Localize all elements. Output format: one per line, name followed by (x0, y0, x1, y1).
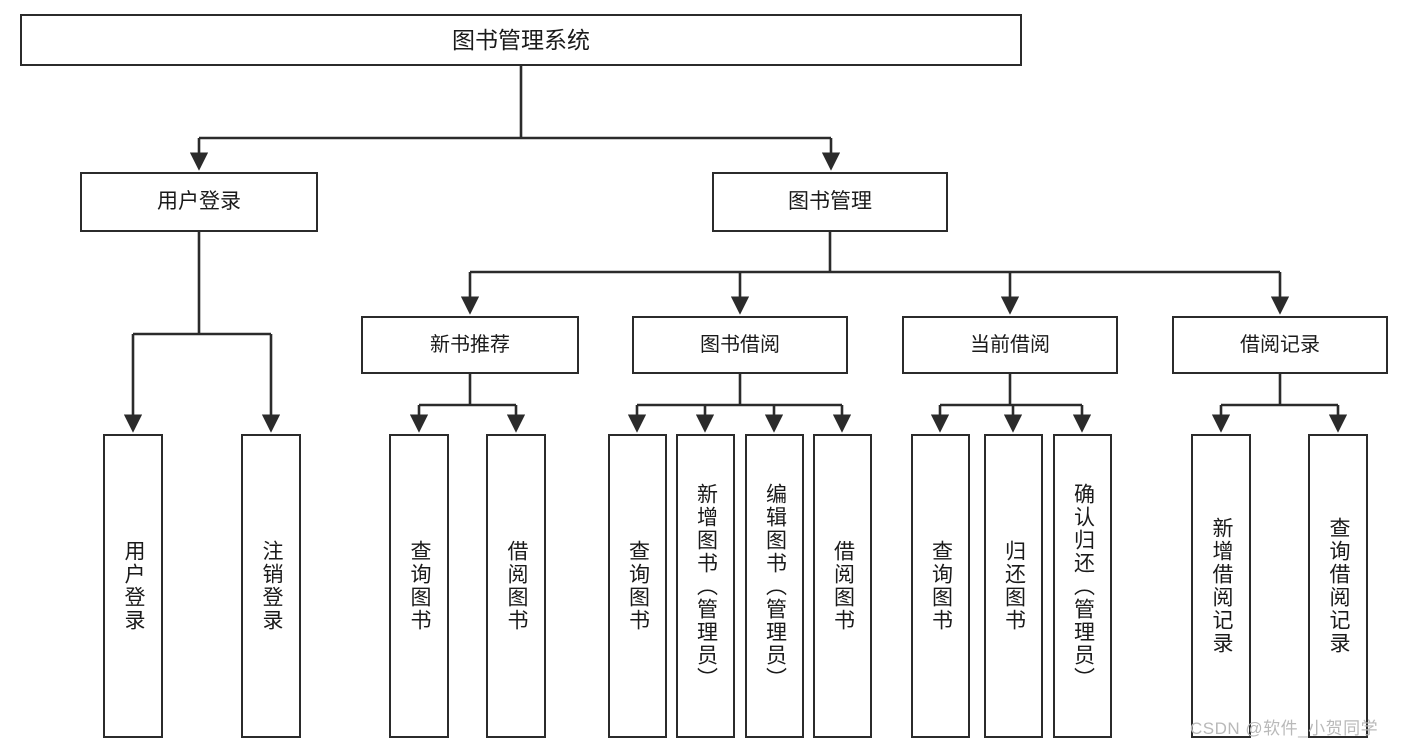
node-leaf-add-book-label: 新增图书（管理员） (694, 482, 718, 690)
node-leaf-return-book-label: 归还图书 (1002, 540, 1026, 632)
node-leaf-user-login[interactable]: 用户登录 (103, 434, 163, 738)
node-current-borrow[interactable]: 当前借阅 (902, 316, 1118, 374)
node-leaf-user-logout-label: 注销登录 (260, 540, 284, 632)
node-leaf-add-book[interactable]: 新增图书（管理员） (676, 434, 735, 738)
node-leaf-confirm-return-label: 确认归还（管理员） (1071, 482, 1095, 690)
node-leaf-query-book-3[interactable]: 查询图书 (911, 434, 970, 738)
node-leaf-add-record-label: 新增借阅记录 (1210, 517, 1234, 655)
node-leaf-confirm-return[interactable]: 确认归还（管理员） (1053, 434, 1112, 738)
node-leaf-query-book-2-label: 查询图书 (626, 540, 650, 632)
node-leaf-user-login-label: 用户登录 (122, 540, 146, 632)
node-leaf-query-book-1[interactable]: 查询图书 (389, 434, 449, 738)
node-leaf-add-record[interactable]: 新增借阅记录 (1191, 434, 1251, 738)
node-leaf-borrow-book-1[interactable]: 借阅图书 (486, 434, 546, 738)
node-book-borrow[interactable]: 图书借阅 (632, 316, 848, 374)
node-current-borrow-label: 当前借阅 (970, 333, 1050, 356)
node-book-manage-label: 图书管理 (788, 190, 872, 214)
node-leaf-return-book[interactable]: 归还图书 (984, 434, 1043, 738)
node-leaf-borrow-book-2[interactable]: 借阅图书 (813, 434, 872, 738)
node-new-book-rec-label: 新书推荐 (430, 333, 510, 356)
node-leaf-query-record[interactable]: 查询借阅记录 (1308, 434, 1368, 738)
node-user-login[interactable]: 用户登录 (80, 172, 318, 232)
node-leaf-edit-book[interactable]: 编辑图书（管理员） (745, 434, 804, 738)
node-book-borrow-label: 图书借阅 (700, 333, 780, 356)
node-leaf-user-logout[interactable]: 注销登录 (241, 434, 301, 738)
csdn-watermark: CSDN @软件_小贺同学 (1190, 719, 1379, 738)
node-leaf-query-book-3-label: 查询图书 (929, 540, 953, 632)
node-leaf-query-book-2[interactable]: 查询图书 (608, 434, 667, 738)
node-leaf-edit-book-label: 编辑图书（管理员） (763, 482, 787, 690)
node-borrow-record[interactable]: 借阅记录 (1172, 316, 1388, 374)
node-leaf-query-record-label: 查询借阅记录 (1327, 517, 1351, 655)
node-root[interactable]: 图书管理系统 (20, 14, 1022, 66)
node-user-login-label: 用户登录 (157, 190, 241, 214)
node-root-label: 图书管理系统 (452, 26, 590, 53)
node-borrow-record-label: 借阅记录 (1240, 333, 1320, 356)
node-leaf-query-book-1-label: 查询图书 (408, 540, 432, 632)
node-book-manage[interactable]: 图书管理 (712, 172, 948, 232)
node-leaf-borrow-book-2-label: 借阅图书 (831, 540, 855, 632)
node-leaf-borrow-book-1-label: 借阅图书 (505, 540, 529, 632)
node-new-book-rec[interactable]: 新书推荐 (361, 316, 579, 374)
